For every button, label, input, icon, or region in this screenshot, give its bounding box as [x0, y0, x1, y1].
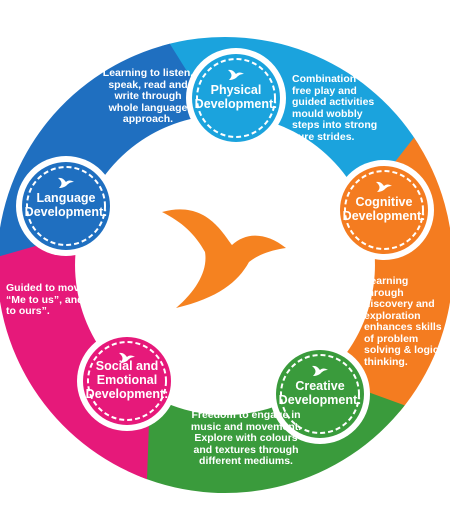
social-node-title: Development:: [86, 387, 169, 401]
physical-description: Combination of free play and guided acti…: [292, 73, 378, 143]
language-description: Learning to listen, speak, read and writ…: [102, 67, 194, 125]
creative-node-bird-icon: [312, 365, 328, 376]
social-node: [77, 331, 177, 431]
social-description: Guided to move from “Me to us”, and “Min…: [6, 282, 116, 317]
language-node: [16, 156, 116, 256]
social-node-title: Social and: [96, 359, 159, 373]
physical-node-title: Physical: [211, 83, 262, 97]
cognitive-node-title: Cognitive: [356, 195, 413, 209]
cognitive-node-title: Development:: [343, 209, 426, 223]
language-node-bird-icon: [58, 177, 74, 188]
creative-node-title: Development:: [279, 393, 362, 407]
language-node-title: Development:: [25, 205, 108, 219]
center-bird-icon: [162, 209, 286, 308]
cognitive-description: Learning through discovery and explorati…: [364, 275, 448, 368]
cognitive-node: [334, 160, 434, 260]
social-node-bird-icon: [119, 352, 135, 363]
social-node-title: Emotional: [97, 373, 157, 387]
physical-node-bird-icon: [228, 69, 244, 80]
language-node-title: Language: [36, 191, 95, 205]
physical-node: [186, 48, 286, 148]
creative-node: [270, 344, 370, 444]
creative-description: Freedom to engage in music and movement.…: [190, 409, 302, 467]
creative-node-title: Creative: [295, 379, 344, 393]
cognitive-node-bird-icon: [376, 181, 392, 192]
physical-node-title: Development:: [195, 97, 278, 111]
